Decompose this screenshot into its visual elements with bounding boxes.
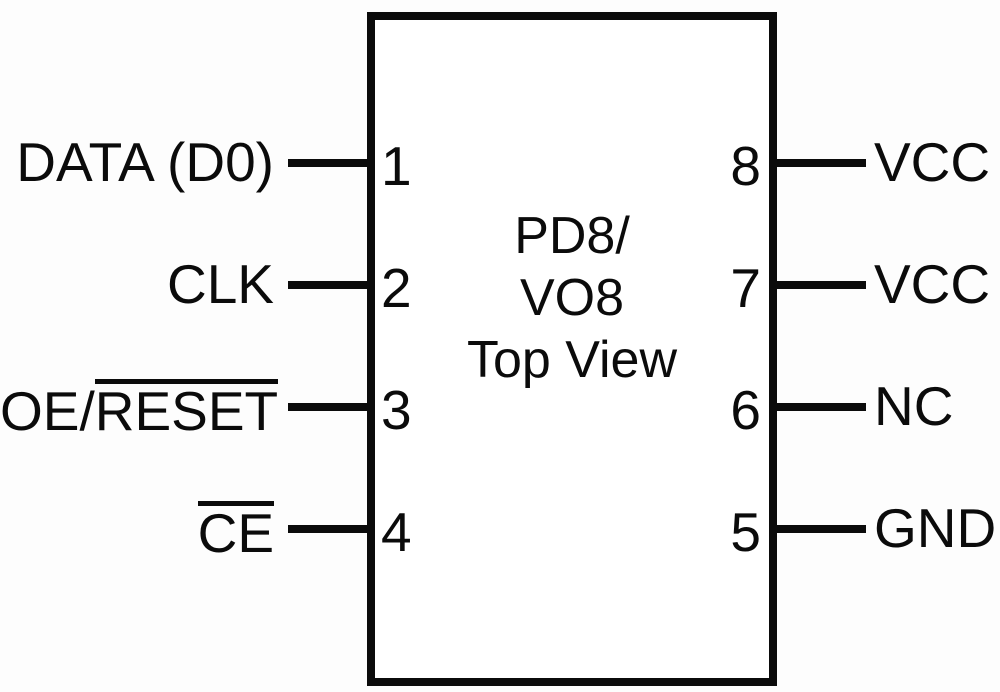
pin-lead-5 <box>773 525 866 533</box>
pin-label-5: GND <box>874 501 996 556</box>
pin-lead-8 <box>773 159 866 167</box>
pin-lead-2 <box>288 281 371 289</box>
pin-label-3: OE/RESET <box>0 379 279 442</box>
pin-label-6-text: NC <box>874 375 954 437</box>
pin-label-4-overline-text: CE <box>197 501 274 564</box>
pin-lead-3 <box>288 403 371 411</box>
pin-number-6: 6 <box>730 379 761 441</box>
package-caption: PD8/ VO8 Top View <box>466 207 678 389</box>
pin-label-7: VCC <box>874 257 990 312</box>
pin-label-1-text: DATA (D0) <box>16 131 274 193</box>
pin-number-2: 2 <box>381 257 412 319</box>
pin-label-8-text: VCC <box>874 131 991 193</box>
ic-package-body <box>367 12 777 686</box>
pin-label-3-text: OE/ <box>0 380 95 442</box>
pin-number-3: 3 <box>381 379 412 441</box>
pin-number-4: 4 <box>381 501 412 563</box>
pin-lead-7 <box>773 281 866 289</box>
pin-lead-4 <box>288 525 371 533</box>
pin-label-8: VCC <box>874 135 990 190</box>
pin-label-4: CE <box>0 501 274 561</box>
pin-label-2: CLK <box>0 257 274 312</box>
pin-label-3-overline-text: RESET <box>94 379 279 442</box>
pin-number-1: 1 <box>381 135 412 197</box>
pin-label-6: NC <box>874 379 953 434</box>
pin-number-5: 5 <box>730 501 761 563</box>
pin-label-2-text: CLK <box>167 253 274 315</box>
pin-number-7: 7 <box>730 257 761 319</box>
pin-lead-1 <box>288 159 371 167</box>
pin-label-5-text: GND <box>874 497 997 559</box>
pin-lead-6 <box>773 403 866 411</box>
pin-label-7-text: VCC <box>874 253 991 315</box>
pin-number-8: 8 <box>730 135 761 197</box>
pin-label-1: DATA (D0) <box>0 135 274 190</box>
